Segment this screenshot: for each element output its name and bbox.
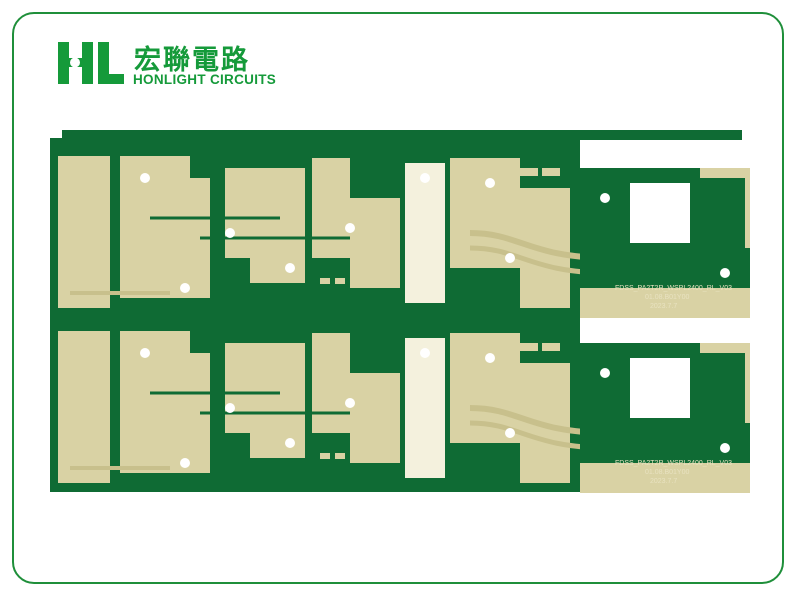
brand-logo: 宏聯電路 HONLIGHT CIRCUITS [56, 38, 286, 90]
pcb-silkscreen-line2: 01.08.B01Y00 [645, 469, 689, 476]
pcb-panel-top: FDSS_PA2T2R_WSPL2400_RL_V03 01.08.B01Y00… [50, 138, 750, 318]
hl-logo-icon [58, 42, 124, 84]
pcb-photo: FDSS_PA2T2R_WSPL2400_RL_V03 01.08.B01Y00… [50, 128, 760, 508]
pcb-silkscreen-line3: 2023.7.7 [650, 303, 677, 310]
pcb-panel-bottom: FDSS_PA2T2R_WSPL2400_RL_V03 01.08.B01Y00… [50, 313, 750, 493]
brand-name-english: HONLIGHT CIRCUITS [133, 72, 277, 87]
brand-name-chinese: 宏聯電路 [134, 45, 250, 76]
pcb-silkscreen-line2: 01.08.B01Y00 [645, 294, 689, 301]
pcb-silkscreen-line1: FDSS_PA2T2R_WSPL2400_RL_V03 [615, 285, 732, 292]
pcb-silkscreen-line3: 2023.7.7 [650, 478, 677, 485]
pcb-silkscreen-line1: FDSS_PA2T2R_WSPL2400_RL_V03 [615, 460, 732, 467]
pcb-board: FDSS_PA2T2R_WSPL2400_RL_V03 01.08.B01Y00… [50, 130, 760, 508]
